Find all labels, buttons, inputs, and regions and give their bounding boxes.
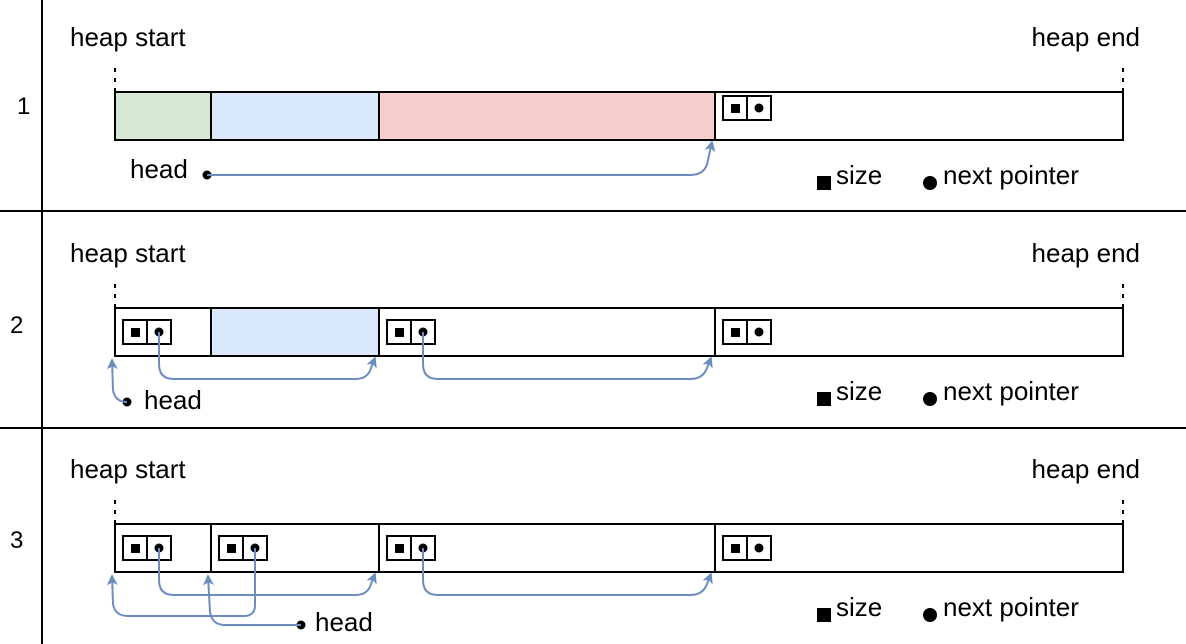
next-pointer-arrow [422,548,713,596]
row-2: 2 heap start heap end head size next poi… [10,238,1140,415]
node-header-icon [122,319,172,345]
legend-next-label: next pointer [943,376,1079,406]
node-header-icon [722,95,772,121]
legend-size-label: size [836,160,882,190]
legend-next-label: next pointer [943,160,1079,190]
free-block [210,523,380,573]
next-pointer-arrow [158,332,377,380]
next-pointer-legend-icon [923,176,937,190]
row-1: 1 heap start heap end head size next poi… [17,22,1140,190]
head-label: head [130,154,188,184]
heap-end-label: heap end [1032,238,1140,268]
row-number: 1 [17,93,30,120]
allocated-block-blue [210,307,380,357]
head-label: head [144,385,202,415]
head-label: head [315,607,373,637]
allocated-block-red [378,91,716,141]
allocated-block-blue [210,91,380,141]
heap-start-label: heap start [70,454,186,484]
next-pointer-legend-icon [923,392,937,406]
heap-start-label: heap start [70,238,186,268]
head-arrow [207,140,716,176]
next-pointer-legend-icon [923,608,937,622]
size-legend-icon [817,608,831,622]
row-number: 2 [10,312,23,339]
node-header-icon [122,535,172,561]
row-number: 3 [10,527,23,554]
legend-size-label: size [836,592,882,622]
head-arrow [203,574,301,626]
allocated-block-green [114,91,212,141]
legend-size-label: size [836,376,882,406]
node-header-icon [722,535,772,561]
size-legend-icon [817,392,831,406]
free-block [714,523,1124,573]
legend-next-label: next pointer [943,592,1079,622]
node-header-icon [722,319,772,345]
node-header-icon [386,319,436,345]
row-3: 3 heap start heap end head size next poi… [10,454,1140,637]
heap-end-label: heap end [1032,454,1140,484]
node-header-icon [218,535,268,561]
free-block [714,307,1124,357]
next-pointer-arrow [158,548,377,596]
next-pointer-arrow [422,332,713,380]
node-header-icon [386,535,436,561]
size-legend-icon [817,176,831,190]
free-block [714,91,1124,141]
next-pointer-arrow [106,548,256,617]
heap-end-label: heap end [1032,22,1140,52]
head-arrow [106,358,128,403]
heap-start-label: heap start [70,22,186,52]
